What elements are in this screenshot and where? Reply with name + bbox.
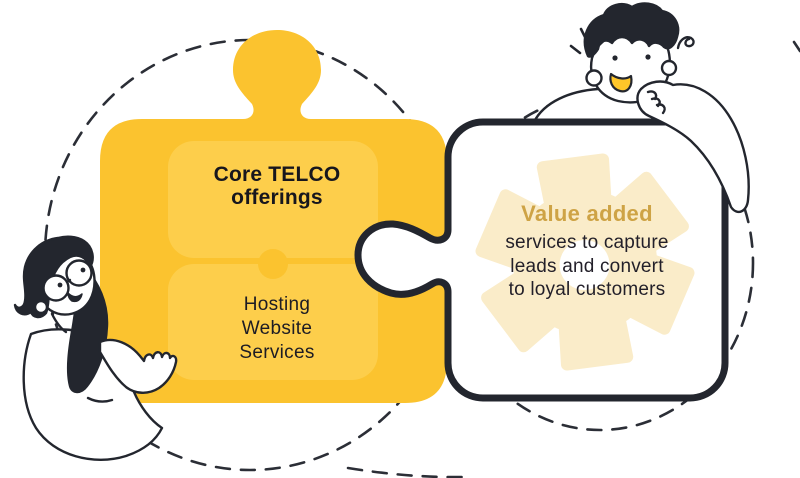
glasses-icon xyxy=(42,259,93,302)
left-piece-title: Core TELCO offerings xyxy=(213,163,341,209)
woman-ear xyxy=(33,299,49,315)
woman-right-pupil xyxy=(80,267,86,273)
man-right-eye xyxy=(645,54,651,60)
gear-center-hole xyxy=(559,239,610,290)
panel-notch xyxy=(258,249,288,279)
woman-hair xyxy=(13,235,94,319)
woman-arm-hand xyxy=(98,338,178,394)
left-piece-items: Hosting Website Services xyxy=(239,294,315,363)
man-finger-lines xyxy=(646,90,666,115)
man-left-eye xyxy=(612,55,618,61)
man-left-ear xyxy=(585,69,603,87)
left-piece-top-panel xyxy=(168,141,378,258)
man-right-ear xyxy=(660,59,678,77)
woman-character-illustration xyxy=(13,235,178,461)
woman-left-pupil xyxy=(57,282,63,288)
right-piece-description: services to capture leads and convert to… xyxy=(505,232,669,300)
man-hair xyxy=(583,2,680,58)
man-arm xyxy=(636,80,750,214)
left-piece-bottom-panel xyxy=(168,264,378,380)
right-piece-heading: Value added xyxy=(521,201,653,226)
gear-icon xyxy=(475,153,695,371)
bottom-dashed-arc-decoration xyxy=(346,466,466,478)
woman-belly-line xyxy=(86,396,114,403)
surprise-accent-lines xyxy=(569,27,589,55)
man-arm-over-piece xyxy=(636,80,750,214)
curl-squiggle-doodle xyxy=(676,36,695,50)
woman-neck-line xyxy=(50,312,68,334)
man-tongue xyxy=(609,72,633,93)
woman-smile xyxy=(67,292,83,303)
corner-dash-decoration xyxy=(792,40,800,53)
left-puzzle-piece xyxy=(100,30,447,403)
